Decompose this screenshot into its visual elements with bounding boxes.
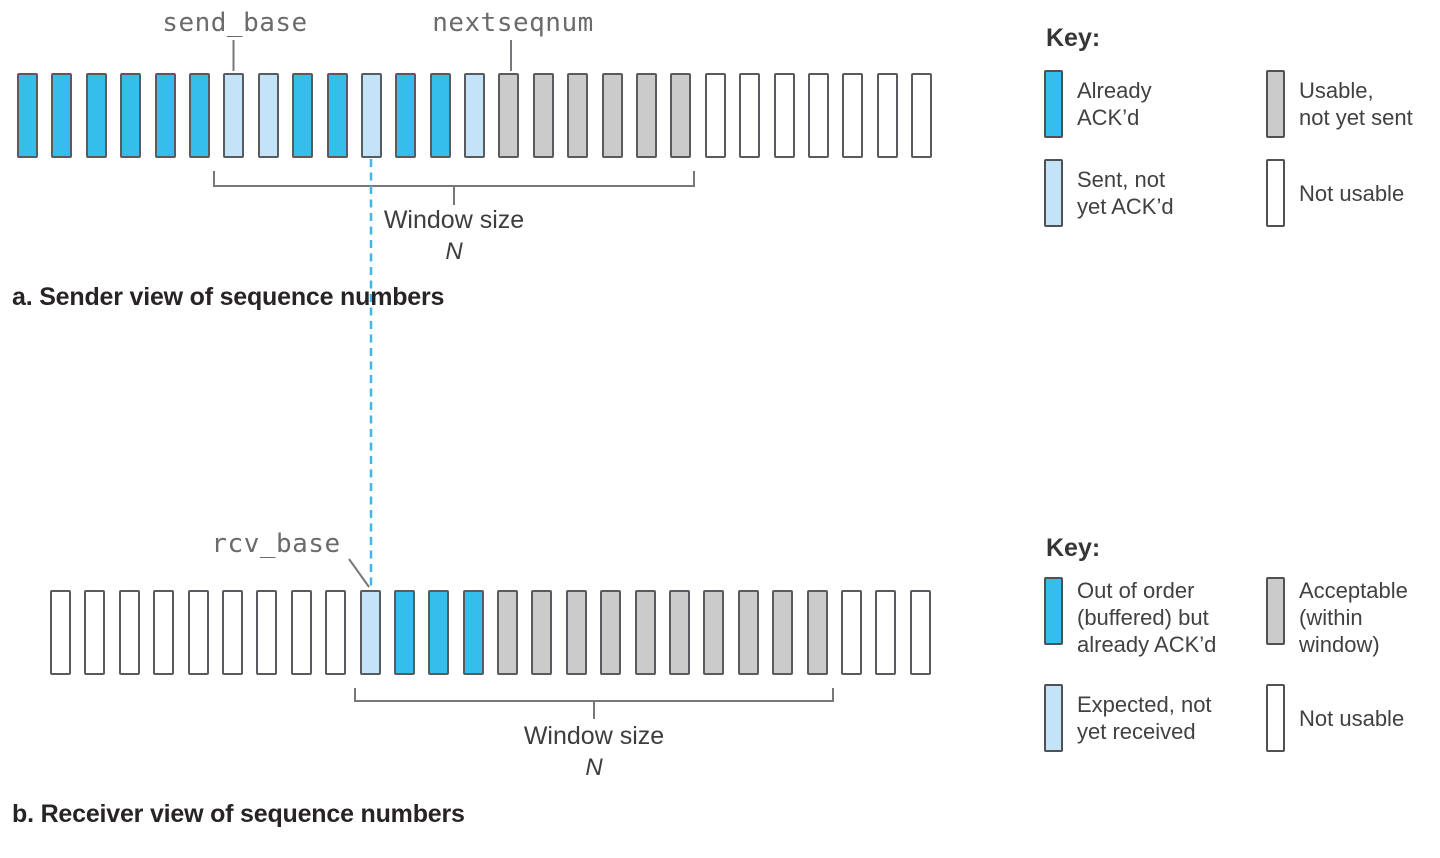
seq-cell-sent_not_acked xyxy=(464,73,486,158)
seq-cell-not_usable xyxy=(704,73,726,158)
seq-cell-not_usable xyxy=(739,73,761,158)
send-base-label: send_base xyxy=(162,8,308,38)
receiver-key-row-1: Out of order (buffered) but already ACK’… xyxy=(1044,577,1440,658)
seq-cell-usable_not_sent xyxy=(636,73,658,158)
key-item-label: Not usable xyxy=(1299,705,1405,731)
not-usable-swatch xyxy=(1266,684,1285,752)
key-item-not-usable: Not usable xyxy=(1266,684,1440,752)
key-item-already-acked: Already ACK’d xyxy=(1044,70,1266,138)
receiver-key-row-2: Expected, not yet received Not usable xyxy=(1044,684,1440,752)
key-item-label: Not usable xyxy=(1299,180,1405,206)
usable-not-sent-swatch xyxy=(1266,70,1285,138)
seq-cell-not_usable xyxy=(807,73,829,158)
seq-cell-already_acked xyxy=(154,73,176,158)
seq-cell-usable_not_sent xyxy=(532,73,554,158)
key-item-label: Out of order (buffered) but already ACK’… xyxy=(1077,578,1217,657)
seq-cell-not_usable xyxy=(50,590,71,675)
seq-cell-acceptable xyxy=(634,590,656,675)
key-item-label: Already ACK’d xyxy=(1077,78,1152,130)
seq-cell-already_acked xyxy=(326,73,348,158)
receiver-key-title: Key: xyxy=(1046,534,1101,562)
receiver-sequence-row xyxy=(50,590,931,675)
key-item-out-of-order: Out of order (buffered) but already ACK’… xyxy=(1044,577,1266,658)
receiver-window-n: N xyxy=(585,754,603,781)
seq-cell-not_usable xyxy=(118,590,140,675)
seq-cell-usable_not_sent xyxy=(670,73,692,158)
sender-key-title: Key: xyxy=(1046,24,1101,52)
key-item-label: Sent, not yet ACK’d xyxy=(1077,167,1174,219)
seq-cell-not_usable xyxy=(909,590,931,675)
seq-cell-not_usable xyxy=(325,590,347,675)
seq-cell-usable_not_sent xyxy=(601,73,623,158)
seq-cell-already_acked xyxy=(120,73,142,158)
seq-cell-already_acked xyxy=(17,73,38,158)
nextseqnum-label: nextseqnum xyxy=(432,8,594,38)
seq-cell-sent_not_acked xyxy=(257,73,279,158)
seq-cell-not_usable xyxy=(876,73,898,158)
receiver-window-bracket xyxy=(354,688,834,719)
sent-not-acked-swatch xyxy=(1044,159,1063,227)
seq-cell-not_usable xyxy=(773,73,795,158)
key-item-label: Acceptable (within window) xyxy=(1299,578,1408,657)
acceptable-swatch xyxy=(1266,577,1285,645)
seq-cell-sent_not_acked xyxy=(360,73,382,158)
seq-cell-acceptable xyxy=(531,590,553,675)
out-of-order-swatch xyxy=(1044,577,1063,645)
seq-cell-already_acked xyxy=(395,73,417,158)
seq-cell-not_usable xyxy=(842,73,864,158)
seq-cell-acceptable xyxy=(600,590,622,675)
not-usable-swatch xyxy=(1266,159,1285,227)
key-item-sent-not-acked: Sent, not yet ACK’d xyxy=(1044,159,1266,227)
key-item-acceptable: Acceptable (within window) xyxy=(1266,577,1440,658)
seq-cell-not_usable xyxy=(875,590,897,675)
key-item-label: Usable, not yet sent xyxy=(1299,78,1413,130)
seq-cell-not_usable xyxy=(221,590,243,675)
seq-cell-not_usable xyxy=(256,590,278,675)
seq-cell-not_usable xyxy=(840,590,862,675)
seq-cell-out_of_order xyxy=(462,590,484,675)
seq-cell-acceptable xyxy=(565,590,587,675)
sender-window-size-label: Window size xyxy=(383,206,525,234)
seq-cell-acceptable xyxy=(772,590,794,675)
receiver-key: Key: Out of order (buffered) but already… xyxy=(1044,534,1440,752)
seq-cell-expected_not_received xyxy=(359,590,381,675)
seq-cell-usable_not_sent xyxy=(567,73,589,158)
seq-cell-usable_not_sent xyxy=(498,73,520,158)
sender-key: Key: Already ACK’d Usable, not yet sent … xyxy=(1044,24,1440,227)
seq-cell-already_acked xyxy=(188,73,210,158)
sender-key-row-1: Already ACK’d Usable, not yet sent xyxy=(1044,70,1440,138)
seq-cell-acceptable xyxy=(737,590,759,675)
sender-key-row-2: Sent, not yet ACK’d Not usable xyxy=(1044,159,1440,227)
receiver-caption: b. Receiver view of sequence numbers xyxy=(12,800,465,828)
seq-cell-out_of_order xyxy=(428,590,450,675)
seq-cell-sent_not_acked xyxy=(223,73,245,158)
key-item-label: Expected, not yet received xyxy=(1077,692,1212,744)
seq-cell-acceptable xyxy=(497,590,519,675)
seq-cell-not_usable xyxy=(153,590,175,675)
seq-cell-acceptable xyxy=(669,590,691,675)
seq-cell-acceptable xyxy=(703,590,725,675)
seq-cell-out_of_order xyxy=(393,590,415,675)
key-item-not-usable: Not usable xyxy=(1266,159,1440,227)
seq-cell-not_usable xyxy=(911,73,933,158)
key-item-usable-not-sent: Usable, not yet sent xyxy=(1266,70,1440,138)
seq-cell-already_acked xyxy=(51,73,73,158)
rcv-base-pointer-line xyxy=(348,558,370,588)
already-acked-swatch xyxy=(1044,70,1063,138)
sender-window-bracket xyxy=(213,171,695,205)
sender-window-n: N xyxy=(445,238,463,265)
seq-cell-already_acked xyxy=(292,73,314,158)
seq-cell-acceptable xyxy=(806,590,828,675)
seq-cell-already_acked xyxy=(429,73,451,158)
rcv-base-label: rcv_base xyxy=(211,529,341,559)
seq-cell-not_usable xyxy=(290,590,312,675)
seq-cell-not_usable xyxy=(187,590,209,675)
key-item-expected: Expected, not yet received xyxy=(1044,684,1266,752)
seq-cell-already_acked xyxy=(85,73,107,158)
seq-cell-not_usable xyxy=(84,590,106,675)
sender-caption: a. Sender view of sequence numbers xyxy=(12,283,445,311)
sender-sequence-row xyxy=(17,73,933,158)
receiver-window-size-label: Window size xyxy=(523,722,665,750)
expected-swatch xyxy=(1044,684,1063,752)
